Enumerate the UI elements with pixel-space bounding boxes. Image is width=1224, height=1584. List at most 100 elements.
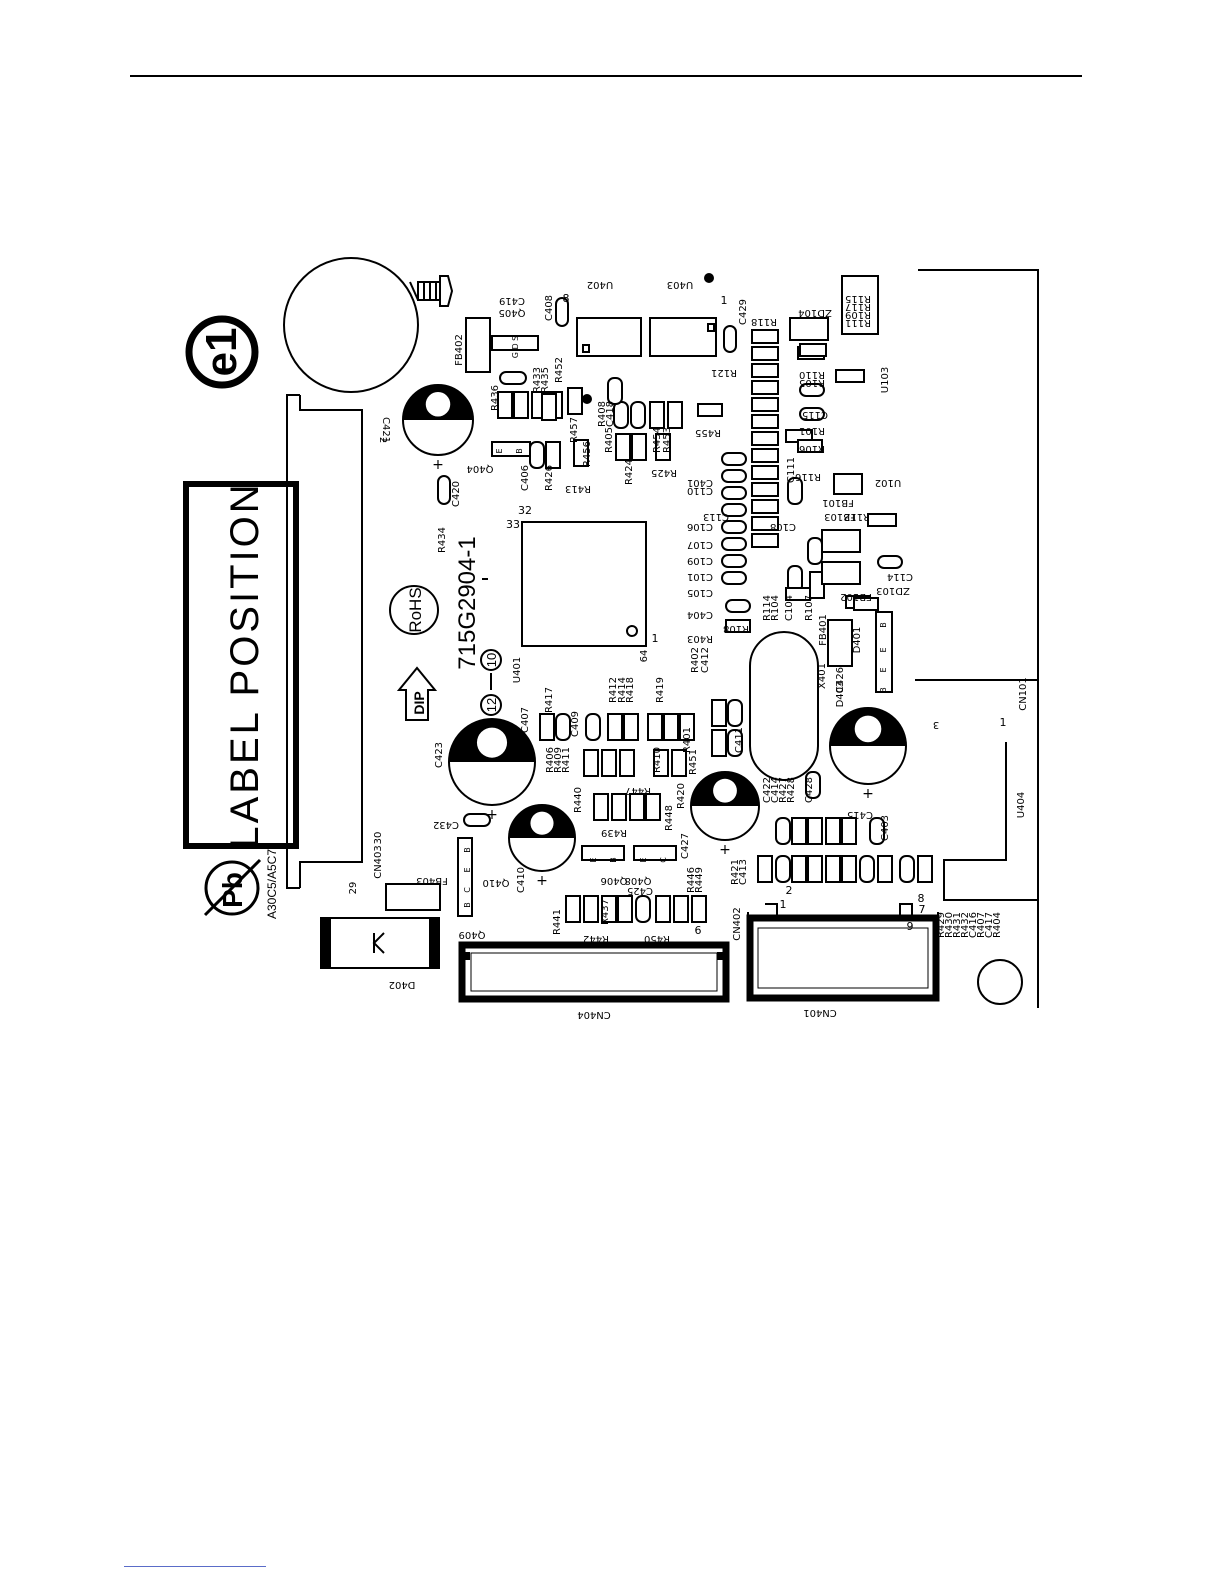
- rev-a-text: 12: [484, 698, 499, 712]
- pad: [555, 713, 571, 741]
- designator-r435: R435: [540, 367, 551, 393]
- electrolytic-capacitor: +: [448, 718, 536, 823]
- pad: [805, 771, 821, 799]
- pad: [751, 414, 779, 429]
- pad: [565, 895, 581, 923]
- designator-r428: R428: [786, 777, 797, 803]
- pad: [463, 813, 491, 827]
- pad: [491, 441, 531, 457]
- designator-c111: C111: [786, 457, 797, 483]
- designator-c416: C416: [968, 912, 979, 938]
- designator-r412: R412: [608, 677, 619, 703]
- designator-r404: R404: [992, 912, 1003, 938]
- pin-number: 6: [695, 924, 702, 937]
- pad-mark: C: [659, 857, 668, 863]
- designator-u102: U102: [875, 477, 901, 488]
- pad-mark: C: [463, 887, 472, 893]
- designator-c403: C403: [880, 815, 891, 841]
- pad: [497, 391, 513, 419]
- designator-cn402: CN402: [732, 907, 743, 941]
- pad: [867, 513, 897, 527]
- pad: [545, 441, 561, 469]
- pad: [835, 369, 865, 383]
- pad-mark: B: [463, 902, 472, 908]
- pad: [775, 855, 791, 883]
- pad: [791, 855, 807, 883]
- pad: [691, 895, 707, 923]
- d402-diode: [320, 917, 440, 969]
- designator-c419: C419: [499, 295, 525, 306]
- designator-r110: R110: [799, 369, 825, 380]
- pin-number: 1: [652, 632, 659, 645]
- pad: [751, 448, 779, 463]
- designator-r433: R433: [532, 367, 543, 393]
- designator-r405: R405: [604, 427, 615, 453]
- designator-r117: R117: [845, 301, 871, 312]
- pad: [611, 793, 627, 821]
- designator-r408: R408: [597, 401, 608, 427]
- designator-c404: C404: [687, 609, 713, 620]
- designator-c427: C427: [680, 833, 691, 859]
- designator-r402: R402: [690, 647, 701, 673]
- pad: [825, 855, 841, 883]
- designator-r115: R115: [845, 293, 871, 304]
- pad: [529, 441, 545, 469]
- designator-d401: D401: [852, 627, 863, 654]
- pin-number: 7: [919, 903, 926, 916]
- pad: [751, 431, 779, 446]
- pad: [601, 895, 617, 923]
- designator-r414: R414: [617, 677, 628, 703]
- pad: [917, 855, 933, 883]
- electrolytic-capacitors: +++++: [402, 384, 907, 889]
- pad: [721, 486, 747, 500]
- designator-c110: C110: [687, 485, 713, 496]
- designator-64: 64: [639, 650, 650, 663]
- pad: [617, 895, 633, 923]
- designator-cn101: CN101: [1018, 677, 1029, 711]
- pad: [499, 371, 527, 385]
- footer-rule: [124, 1566, 266, 1567]
- designator-c105: C105: [687, 587, 713, 598]
- rohs-mark: RoHS: [389, 585, 439, 635]
- bottom-connectors: [458, 903, 940, 1003]
- designator-r407: R407: [976, 912, 987, 938]
- pad: [841, 855, 857, 883]
- dip-arrow-icon: DIP: [396, 666, 438, 721]
- designator-r455: R455: [695, 427, 721, 438]
- designator-r409: R409: [553, 747, 564, 773]
- designator-r413: R413: [565, 483, 591, 494]
- pad: [721, 469, 747, 483]
- designator-r419: R419: [655, 677, 666, 703]
- pad-mark: B: [463, 847, 472, 853]
- designator-r420: R420: [676, 783, 687, 809]
- pin-number: 1: [1000, 716, 1007, 729]
- pad: [751, 380, 779, 395]
- designator-r411: R411: [561, 747, 572, 773]
- svg-text:+: +: [862, 786, 874, 802]
- designator-c418: C418: [605, 401, 616, 427]
- pad: [653, 749, 669, 777]
- rohs-text: RoHS: [406, 587, 425, 632]
- pad-mark: B: [609, 857, 618, 863]
- designator-r450: R450: [644, 933, 670, 944]
- designator-fb101: FB101: [822, 497, 854, 508]
- designator-c429: C429: [738, 299, 749, 325]
- pad-mark: E: [495, 448, 504, 453]
- pad: [721, 520, 747, 534]
- pad: [727, 699, 743, 727]
- designator-cn403: CN403: [373, 845, 384, 879]
- designator-c412: C412: [700, 647, 711, 673]
- pad: [583, 895, 599, 923]
- designator-x401: X401: [817, 663, 828, 689]
- pad: [751, 482, 779, 497]
- designator-r441: R441: [552, 909, 563, 935]
- pad: [663, 713, 679, 741]
- pad: [619, 749, 635, 777]
- pad: [623, 713, 639, 741]
- pad: [437, 475, 451, 505]
- pad-mark: E: [879, 647, 888, 652]
- label-position-text: LABEL POSITION: [223, 481, 267, 848]
- designator-c115: C115: [802, 409, 828, 420]
- designator-c408: C408: [544, 295, 555, 321]
